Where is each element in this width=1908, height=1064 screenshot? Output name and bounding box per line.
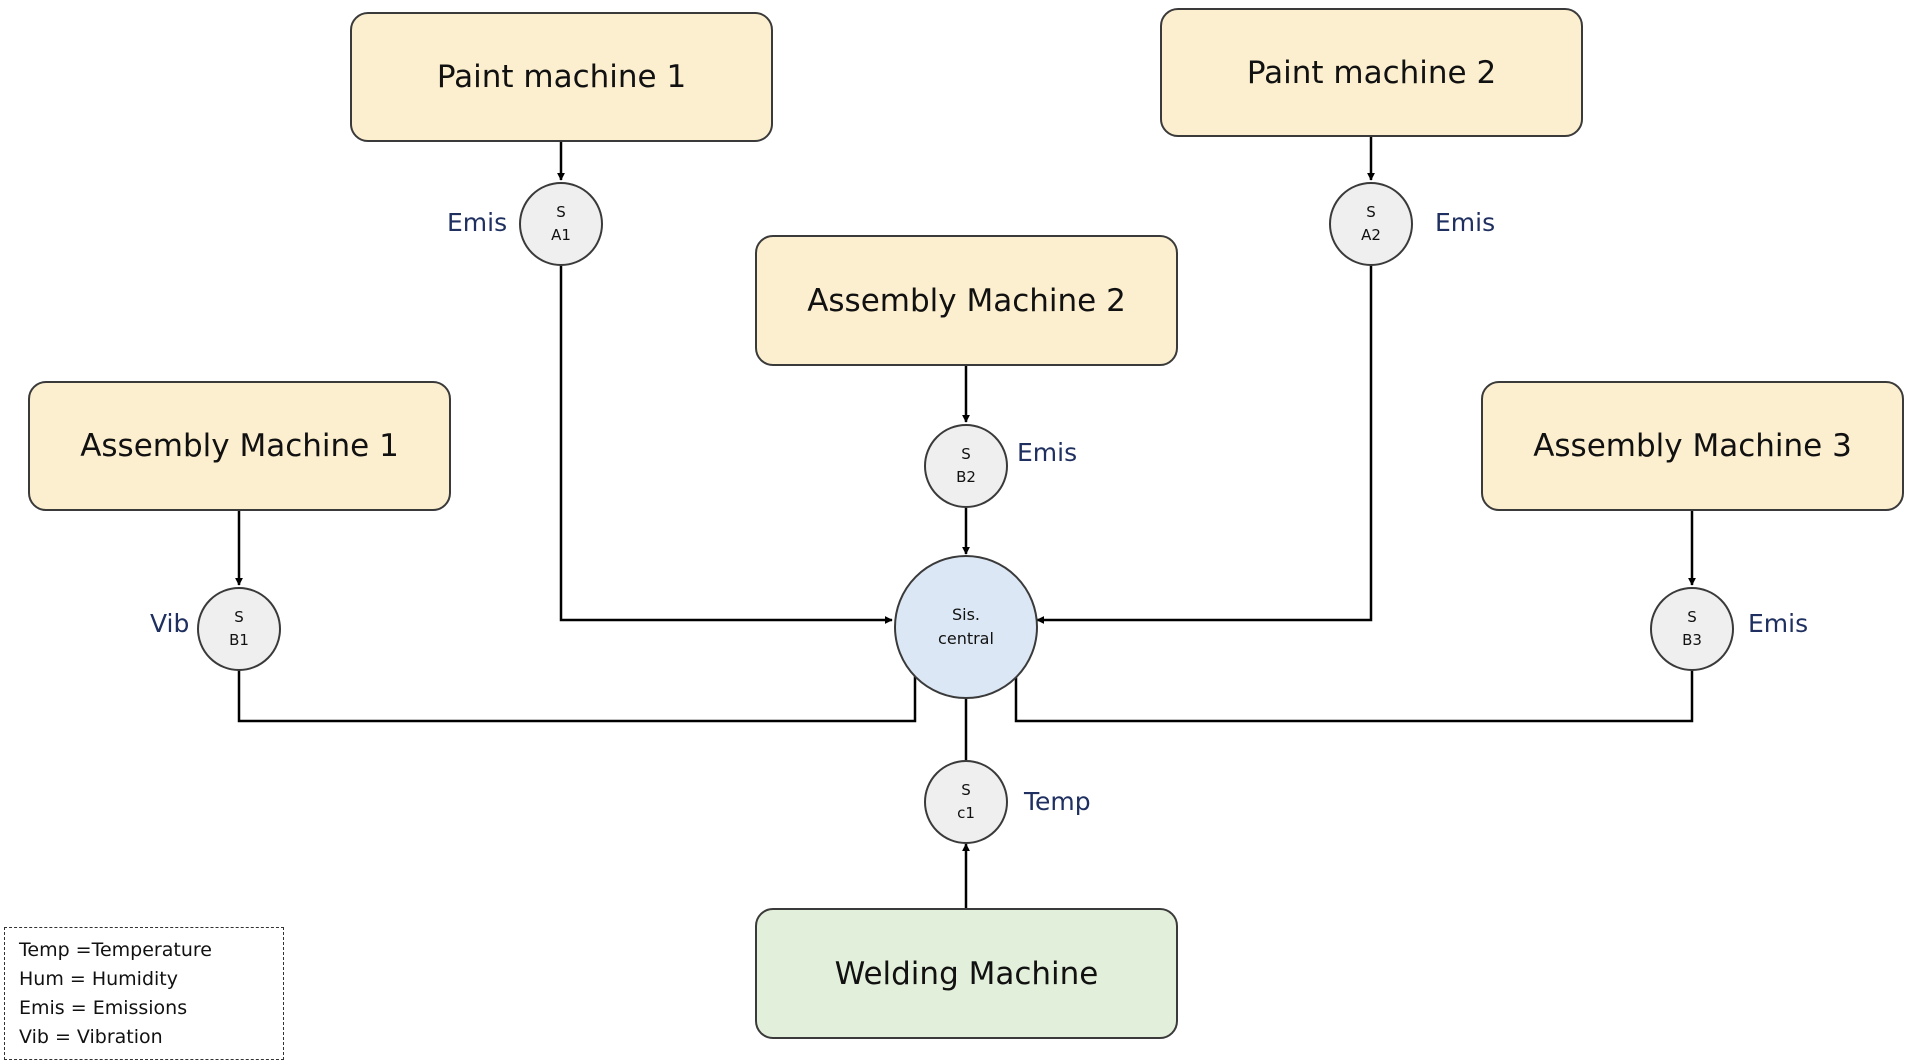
assembly-machine-3-label: Assembly Machine 3 bbox=[1533, 428, 1852, 464]
sensor-c1-metric: Temp bbox=[1024, 787, 1091, 816]
sensor-b3-line1: S bbox=[1687, 608, 1697, 626]
sensor-b2-line2: B2 bbox=[956, 468, 976, 486]
paint-machine-2-box: Paint machine 2 bbox=[1160, 8, 1583, 137]
sensor-a2-line2: A2 bbox=[1361, 226, 1381, 244]
central-system-line1: Sis. bbox=[951, 605, 981, 624]
paint-machine-2-label: Paint machine 2 bbox=[1246, 54, 1497, 91]
arrow-sb1-to-central bbox=[237, 664, 919, 723]
sensor-a2: S A2 bbox=[1329, 182, 1413, 266]
welding-machine-box: Welding Machine bbox=[755, 908, 1178, 1039]
sensor-b3: S B3 bbox=[1650, 587, 1734, 671]
sensor-c1-line2: c1 bbox=[957, 804, 975, 822]
welding-machine-label: Welding Machine bbox=[834, 955, 1099, 992]
sensor-a2-line1: S bbox=[1366, 203, 1376, 221]
legend-box: Temp =Temperature Hum = Humidity Emis = … bbox=[4, 927, 284, 1060]
sensor-a1-metric: Emis bbox=[447, 208, 508, 237]
assembly-machine-3-box: Assembly Machine 3 bbox=[1481, 381, 1904, 511]
arrow-sa1-to-central bbox=[559, 266, 893, 624]
sensor-b2-line1: S bbox=[961, 445, 971, 463]
central-system: Sis. central bbox=[894, 555, 1038, 699]
central-system-line2: central bbox=[938, 629, 994, 648]
sensor-a2-metric: Emis bbox=[1435, 208, 1496, 237]
legend-item-emis: Emis = Emissions bbox=[19, 997, 188, 1019]
sensor-b1-line2: B1 bbox=[229, 631, 249, 649]
sensor-b1-line1: S bbox=[234, 608, 244, 626]
sensor-a1-line1: S bbox=[556, 203, 566, 221]
sensor-c1-line1: S bbox=[961, 781, 971, 799]
sensor-b1-metric: Vib bbox=[150, 609, 190, 638]
sensor-b2: S B2 bbox=[924, 424, 1008, 508]
legend-item-temp: Temp =Temperature bbox=[19, 939, 212, 961]
paint-machine-1-box: Paint machine 1 bbox=[350, 12, 773, 142]
arrow-sa2-to-central bbox=[1036, 266, 1373, 624]
legend-item-vib: Vib = Vibration bbox=[19, 1026, 163, 1048]
sensor-b2-metric: Emis bbox=[1017, 438, 1078, 467]
sensor-a1-line2: A1 bbox=[551, 226, 571, 244]
assembly-machine-1-label: Assembly Machine 1 bbox=[80, 428, 399, 464]
sensor-c1: S c1 bbox=[924, 760, 1008, 844]
sensor-a1: S A1 bbox=[519, 182, 603, 266]
assembly-machine-1-box: Assembly Machine 1 bbox=[28, 381, 451, 511]
assembly-machine-2-box: Assembly Machine 2 bbox=[755, 235, 1178, 366]
sensor-b3-metric: Emis bbox=[1748, 609, 1809, 638]
sensor-b1: S B1 bbox=[197, 587, 281, 671]
paint-machine-1-label: Paint machine 1 bbox=[436, 59, 687, 95]
arrow-sb3-to-central bbox=[1012, 664, 1694, 723]
assembly-machine-2-label: Assembly Machine 2 bbox=[807, 282, 1126, 319]
legend-item-hum: Hum = Humidity bbox=[19, 968, 178, 990]
sensor-b3-line2: B3 bbox=[1682, 631, 1702, 649]
